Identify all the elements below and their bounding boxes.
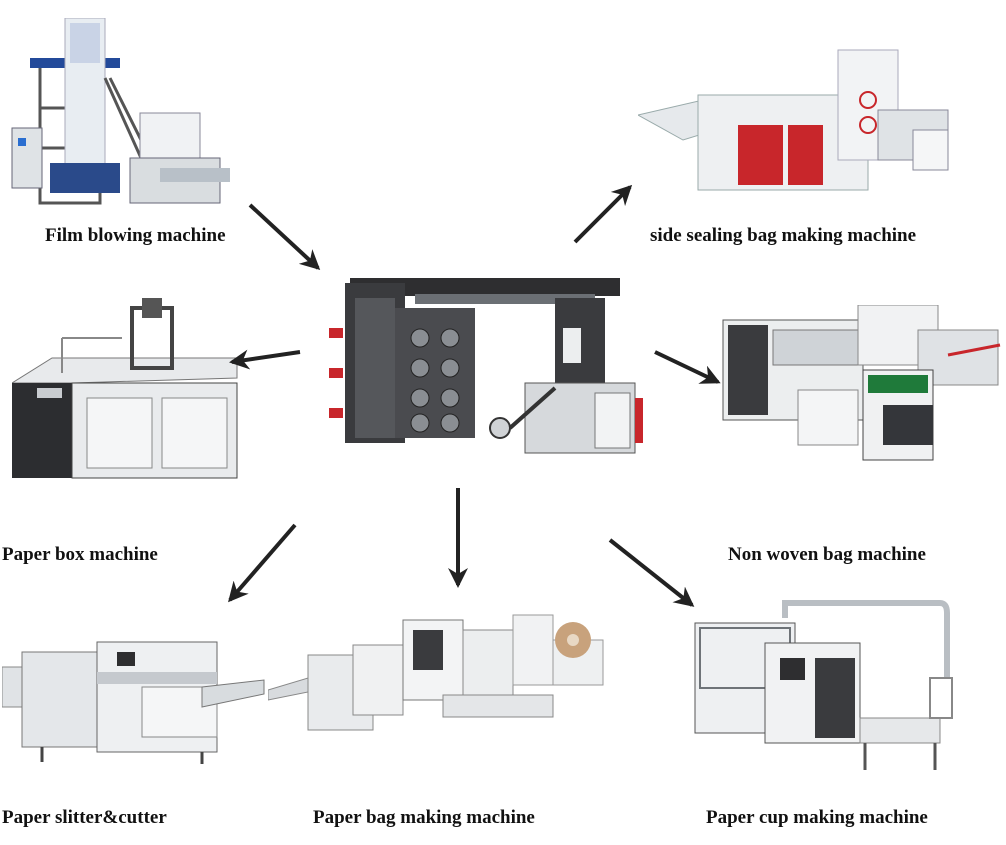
arrow-to-non-woven [654, 350, 721, 384]
paper-slitter-label: Paper slitter&cutter [2, 807, 167, 828]
film-blowing-label: Film blowing machine [45, 225, 226, 246]
film-blowing-machine-image [11, 18, 230, 205]
non-woven-label: Non woven bag machine [728, 544, 926, 565]
arrow-to-paper-box [229, 349, 301, 370]
side-sealing-label: side sealing bag making machine [650, 225, 917, 246]
flexo-printing-machine-image [329, 278, 643, 454]
paper-cup-label: Paper cup making machine [706, 807, 928, 828]
paper-cup-machine-image [694, 600, 953, 770]
arrow-from-film-blowing [248, 203, 321, 271]
paper-slitter-cutter-image [2, 641, 265, 764]
side-sealing-machine-image [638, 49, 949, 191]
arrow-to-side-sealing [573, 184, 633, 244]
non-woven-bag-machine-image [722, 305, 1001, 461]
arrow-to-paper-slitter [228, 523, 297, 603]
paper-bag-machine-image [268, 614, 604, 731]
arrow-to-paper-cup [608, 538, 695, 607]
paper-box-machine-image [12, 298, 238, 479]
paper-bag-label: Paper bag making machine [313, 807, 535, 828]
paper-box-label: Paper box machine [2, 544, 158, 565]
